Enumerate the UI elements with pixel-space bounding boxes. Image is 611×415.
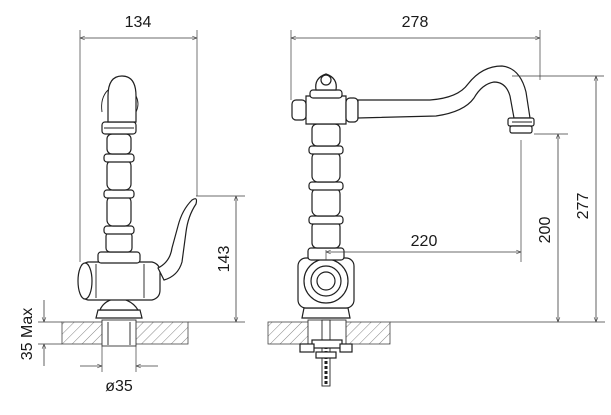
side-cap-left bbox=[77, 262, 93, 300]
dim-spout-height: 200 bbox=[537, 217, 554, 244]
side-mount-hole bbox=[101, 319, 137, 347]
front-spout-collar bbox=[305, 95, 347, 125]
side-view: 134 143 35 Max ø35 bbox=[19, 14, 245, 395]
front-view: 278 220 200 277 bbox=[267, 14, 605, 387]
front-spout bbox=[357, 65, 531, 119]
dim-hole-diameter: ø35 bbox=[105, 378, 133, 395]
dim-side-width: 134 bbox=[125, 14, 152, 31]
side-base bbox=[95, 309, 143, 319]
dim-lever-height: 143 bbox=[216, 246, 233, 273]
side-spout-top bbox=[107, 75, 137, 123]
front-base bbox=[301, 307, 351, 319]
side-stem bbox=[101, 121, 137, 253]
side-lever bbox=[157, 198, 198, 281]
front-stem bbox=[308, 123, 344, 249]
dim-total-height: 277 bbox=[575, 193, 592, 220]
dim-spout-reach: 220 bbox=[411, 233, 438, 250]
dim-front-width: 278 bbox=[402, 14, 429, 31]
dim-max-thickness: 35 Max bbox=[19, 308, 36, 360]
